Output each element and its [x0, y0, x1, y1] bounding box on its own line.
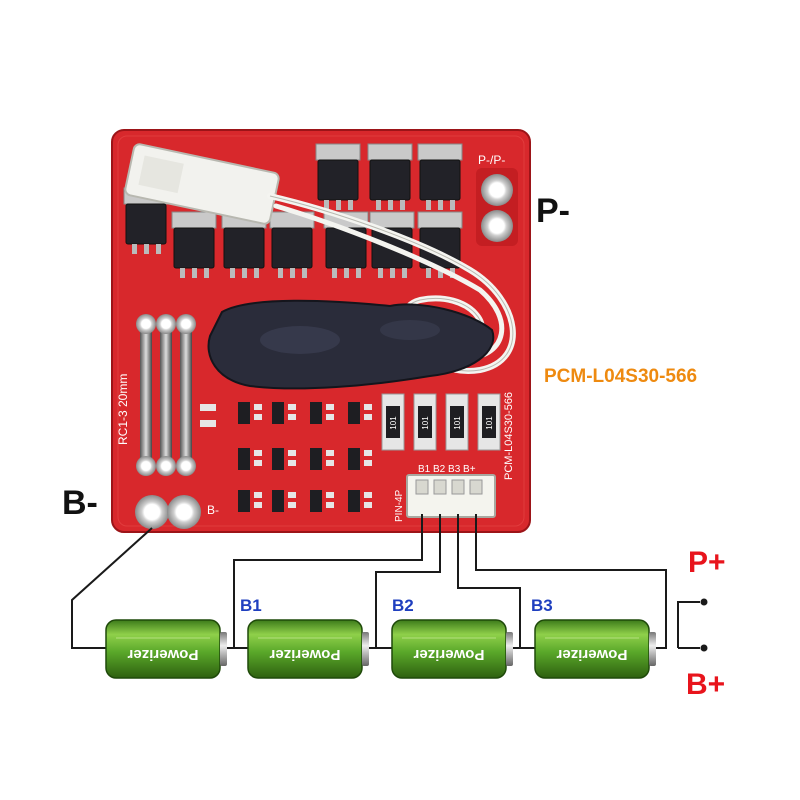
smd-ic — [238, 402, 262, 424]
thermal-fuse — [124, 143, 280, 225]
current-shunt — [136, 314, 196, 476]
mosfet — [315, 143, 361, 210]
silk-pin: PIN-4P — [394, 489, 405, 522]
cell-cap — [506, 632, 513, 666]
smd-ic — [348, 402, 372, 424]
p-minus-pads — [476, 168, 518, 246]
cell-cap — [649, 632, 656, 666]
battery-cell: Powerizer — [105, 619, 227, 679]
smd-ic — [348, 448, 372, 470]
mosfet — [367, 143, 413, 210]
cell-cap — [220, 632, 227, 666]
resistor: 101 — [381, 393, 405, 451]
p-plus-label: P+ — [688, 546, 726, 579]
silk-b-minus: B- — [207, 503, 219, 517]
resistor-code: 101 — [389, 416, 398, 430]
silk-p-minus: P-/P- — [478, 153, 505, 167]
smd-ic — [310, 448, 334, 470]
battery-cell: Powerizer — [391, 619, 513, 679]
smd-ic — [238, 490, 262, 512]
cell-brand: Powerizer — [556, 646, 627, 663]
smd-resistor — [200, 420, 216, 427]
smd-ic — [272, 490, 296, 512]
model-label: PCM-L04S30-566 — [544, 366, 698, 387]
battery-cell: Powerizer — [247, 619, 369, 679]
smd-ic — [238, 448, 262, 470]
cell-cap — [362, 632, 369, 666]
terminal-dot-p-plus — [700, 598, 708, 606]
resistor-code: 101 — [421, 416, 430, 430]
b2-label: B2 — [392, 596, 414, 615]
pcm-board: RC1-3 20mm P-/P- B- 101 101 101 101 — [111, 129, 531, 533]
mosfet — [417, 143, 463, 210]
silk-model: PCM-L04S30-566 — [503, 392, 515, 480]
p-minus-label: P- — [536, 192, 570, 230]
cell-brand: Powerizer — [413, 646, 484, 663]
power-resistors: 101 101 101 101 — [381, 393, 501, 451]
cell-brand: Powerizer — [269, 646, 340, 663]
resistor: 101 — [445, 393, 469, 451]
balance-connector — [406, 474, 496, 518]
cell-brand: Powerizer — [127, 646, 198, 663]
wire-b-minus — [71, 527, 153, 649]
b3-label: B3 — [531, 596, 553, 615]
smd-ic — [310, 490, 334, 512]
b-minus-pads — [135, 495, 201, 529]
resistor: 101 — [413, 393, 437, 451]
mosfet — [171, 211, 217, 278]
silk-shunt: RC1-3 20mm — [116, 374, 130, 445]
resistor-code: 101 — [485, 416, 494, 430]
b-minus-label: B- — [62, 484, 98, 522]
terminal-dot-b-plus — [700, 644, 708, 652]
battery-cells: Powerizer Powerizer Powerizer Powerizer — [105, 619, 656, 679]
silk-connector: B1 B2 B3 B+ — [418, 464, 476, 475]
smd-ic — [348, 490, 372, 512]
wire-p-plus-branch — [677, 601, 700, 648]
smd-resistor — [200, 404, 216, 411]
protection-ics — [200, 402, 372, 512]
smd-ic — [272, 402, 296, 424]
wire-b-plus — [475, 514, 667, 649]
resistor-code: 101 — [453, 416, 462, 430]
resistor: 101 — [477, 393, 501, 451]
smd-ic — [272, 448, 296, 470]
smd-ic — [310, 402, 334, 424]
mosfet — [269, 211, 315, 278]
b-plus-label: B+ — [686, 668, 726, 701]
battery-cell: Powerizer — [534, 619, 656, 679]
b1-label: B1 — [240, 596, 262, 615]
